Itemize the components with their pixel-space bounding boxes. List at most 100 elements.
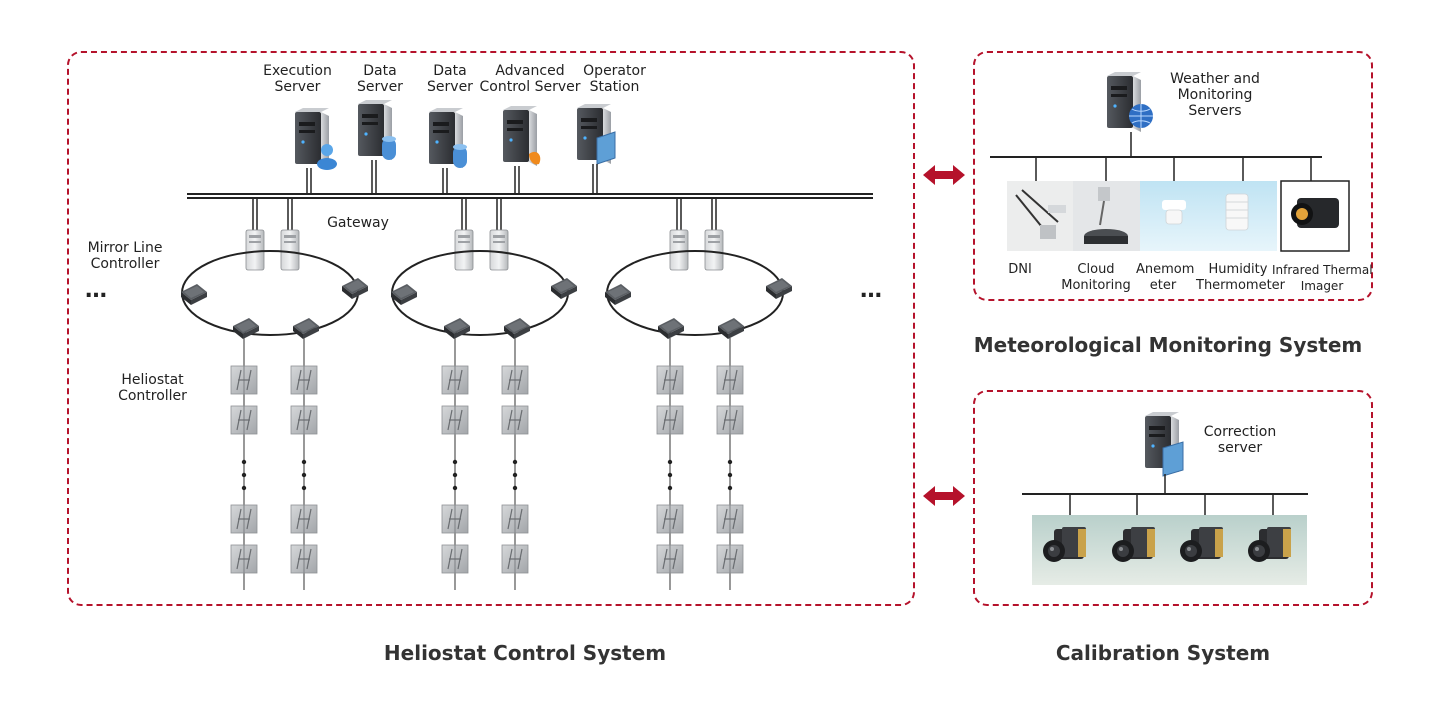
device-label-dni: DNI [1008, 262, 1032, 277]
heliostat-controller-3b [718, 318, 744, 339]
ellipsis-left: … [85, 278, 113, 303]
heliostat-columns [230, 338, 744, 590]
gateway-1a [245, 229, 265, 271]
server-advanced-control [503, 106, 541, 166]
calibration-camera-2 [1101, 515, 1171, 585]
heliostat-panel-icon [230, 544, 258, 574]
gateway-2a [454, 229, 474, 271]
heliostat-panel-icon [501, 504, 529, 534]
heliostat-panel-icon [716, 405, 744, 435]
continuation-dot [667, 459, 673, 465]
correction-server [1145, 412, 1184, 477]
continuation-dot [512, 485, 518, 491]
heliostat-panel-icon [290, 504, 318, 534]
continuation-dot [241, 459, 247, 465]
continuation-dot [727, 459, 733, 465]
heliostat-panel-icon [230, 365, 258, 395]
dni-sensor-image [1007, 181, 1073, 251]
heliostat-panel-icon [501, 365, 529, 395]
heliostat-column [290, 338, 318, 590]
gateway-3b [704, 229, 724, 271]
gateway-2b [489, 229, 509, 271]
anemometer-image [1140, 181, 1277, 251]
infrared-imager-image [1280, 180, 1350, 252]
heliostat-panel-icon [290, 365, 318, 395]
heliostat-controller-1b [293, 318, 319, 339]
continuation-dot [301, 459, 307, 465]
heliostat-panel-icon [441, 405, 469, 435]
heliostat-panel-icon [230, 405, 258, 435]
continuation-dot [452, 485, 458, 491]
heliostat-panel-icon [716, 365, 744, 395]
heliostat-system-title: Heliostat Control System [383, 641, 667, 665]
heliostat-panel-icon [656, 504, 684, 534]
heliostat-column [501, 338, 529, 590]
continuation-dot [452, 472, 458, 478]
heliostat-panel-icon [230, 504, 258, 534]
ring-group-2 [391, 198, 577, 339]
gateway-label: Gateway [327, 215, 389, 231]
gateway-1b [280, 229, 300, 271]
mirror-line-controller-2b [551, 278, 577, 299]
heliostat-column [656, 338, 684, 590]
heliostat-panel-icon [716, 544, 744, 574]
heliostat-controller-2a [444, 318, 470, 339]
weather-server [1107, 72, 1153, 132]
server-data-2 [429, 108, 467, 168]
heliostat-panel-icon [501, 405, 529, 435]
cloud-monitoring-image [1073, 181, 1140, 251]
server-operator-station [577, 104, 616, 165]
heliostat-panel-icon [290, 544, 318, 574]
ring-group-3 [605, 198, 792, 339]
gateway-3a [669, 229, 689, 271]
humidity-thermometer-image [1225, 193, 1249, 231]
heliostat-controller-1a [233, 318, 259, 339]
calibration-system-box [973, 390, 1373, 606]
continuation-dot [667, 472, 673, 478]
heliostat-panel-icon [656, 405, 684, 435]
server-data-1 [358, 100, 396, 160]
heliostat-panel-icon [656, 544, 684, 574]
heliostat-column [230, 338, 258, 590]
heliostat-panel-icon [441, 544, 469, 574]
meteorological-system-box [973, 51, 1373, 301]
continuation-dot [241, 485, 247, 491]
ring-group-1 [181, 198, 368, 339]
mirror-line-controller-1b [342, 278, 368, 299]
heliostat-panel-icon [290, 405, 318, 435]
calibration-system-title: Calibration System [1055, 641, 1271, 665]
heliostat-panel-icon [441, 504, 469, 534]
heliostat-system-box [67, 51, 915, 606]
continuation-dot [727, 472, 733, 478]
heliostat-controller-3a [658, 318, 684, 339]
meteorological-system-title: Meteorological Monitoring System [973, 333, 1363, 357]
continuation-dot [667, 485, 673, 491]
ellipsis-right: … [860, 278, 888, 303]
continuation-dot [512, 472, 518, 478]
continuation-dot [452, 459, 458, 465]
calibration-camera-4 [1237, 515, 1307, 585]
mirror-line-controller-3b [766, 278, 792, 299]
continuation-dot [727, 485, 733, 491]
heliostat-column [716, 338, 744, 590]
link-arrow-meteorological [923, 165, 965, 185]
continuation-dot [512, 459, 518, 465]
continuation-dot [301, 472, 307, 478]
heliostat-panel-icon [501, 544, 529, 574]
calibration-camera-3 [1169, 515, 1239, 585]
heliostat-panel-icon [656, 365, 684, 395]
continuation-dot [301, 485, 307, 491]
link-arrow-calibration [923, 486, 965, 506]
heliostat-panel-icon [441, 365, 469, 395]
heliostat-panel-icon [716, 504, 744, 534]
